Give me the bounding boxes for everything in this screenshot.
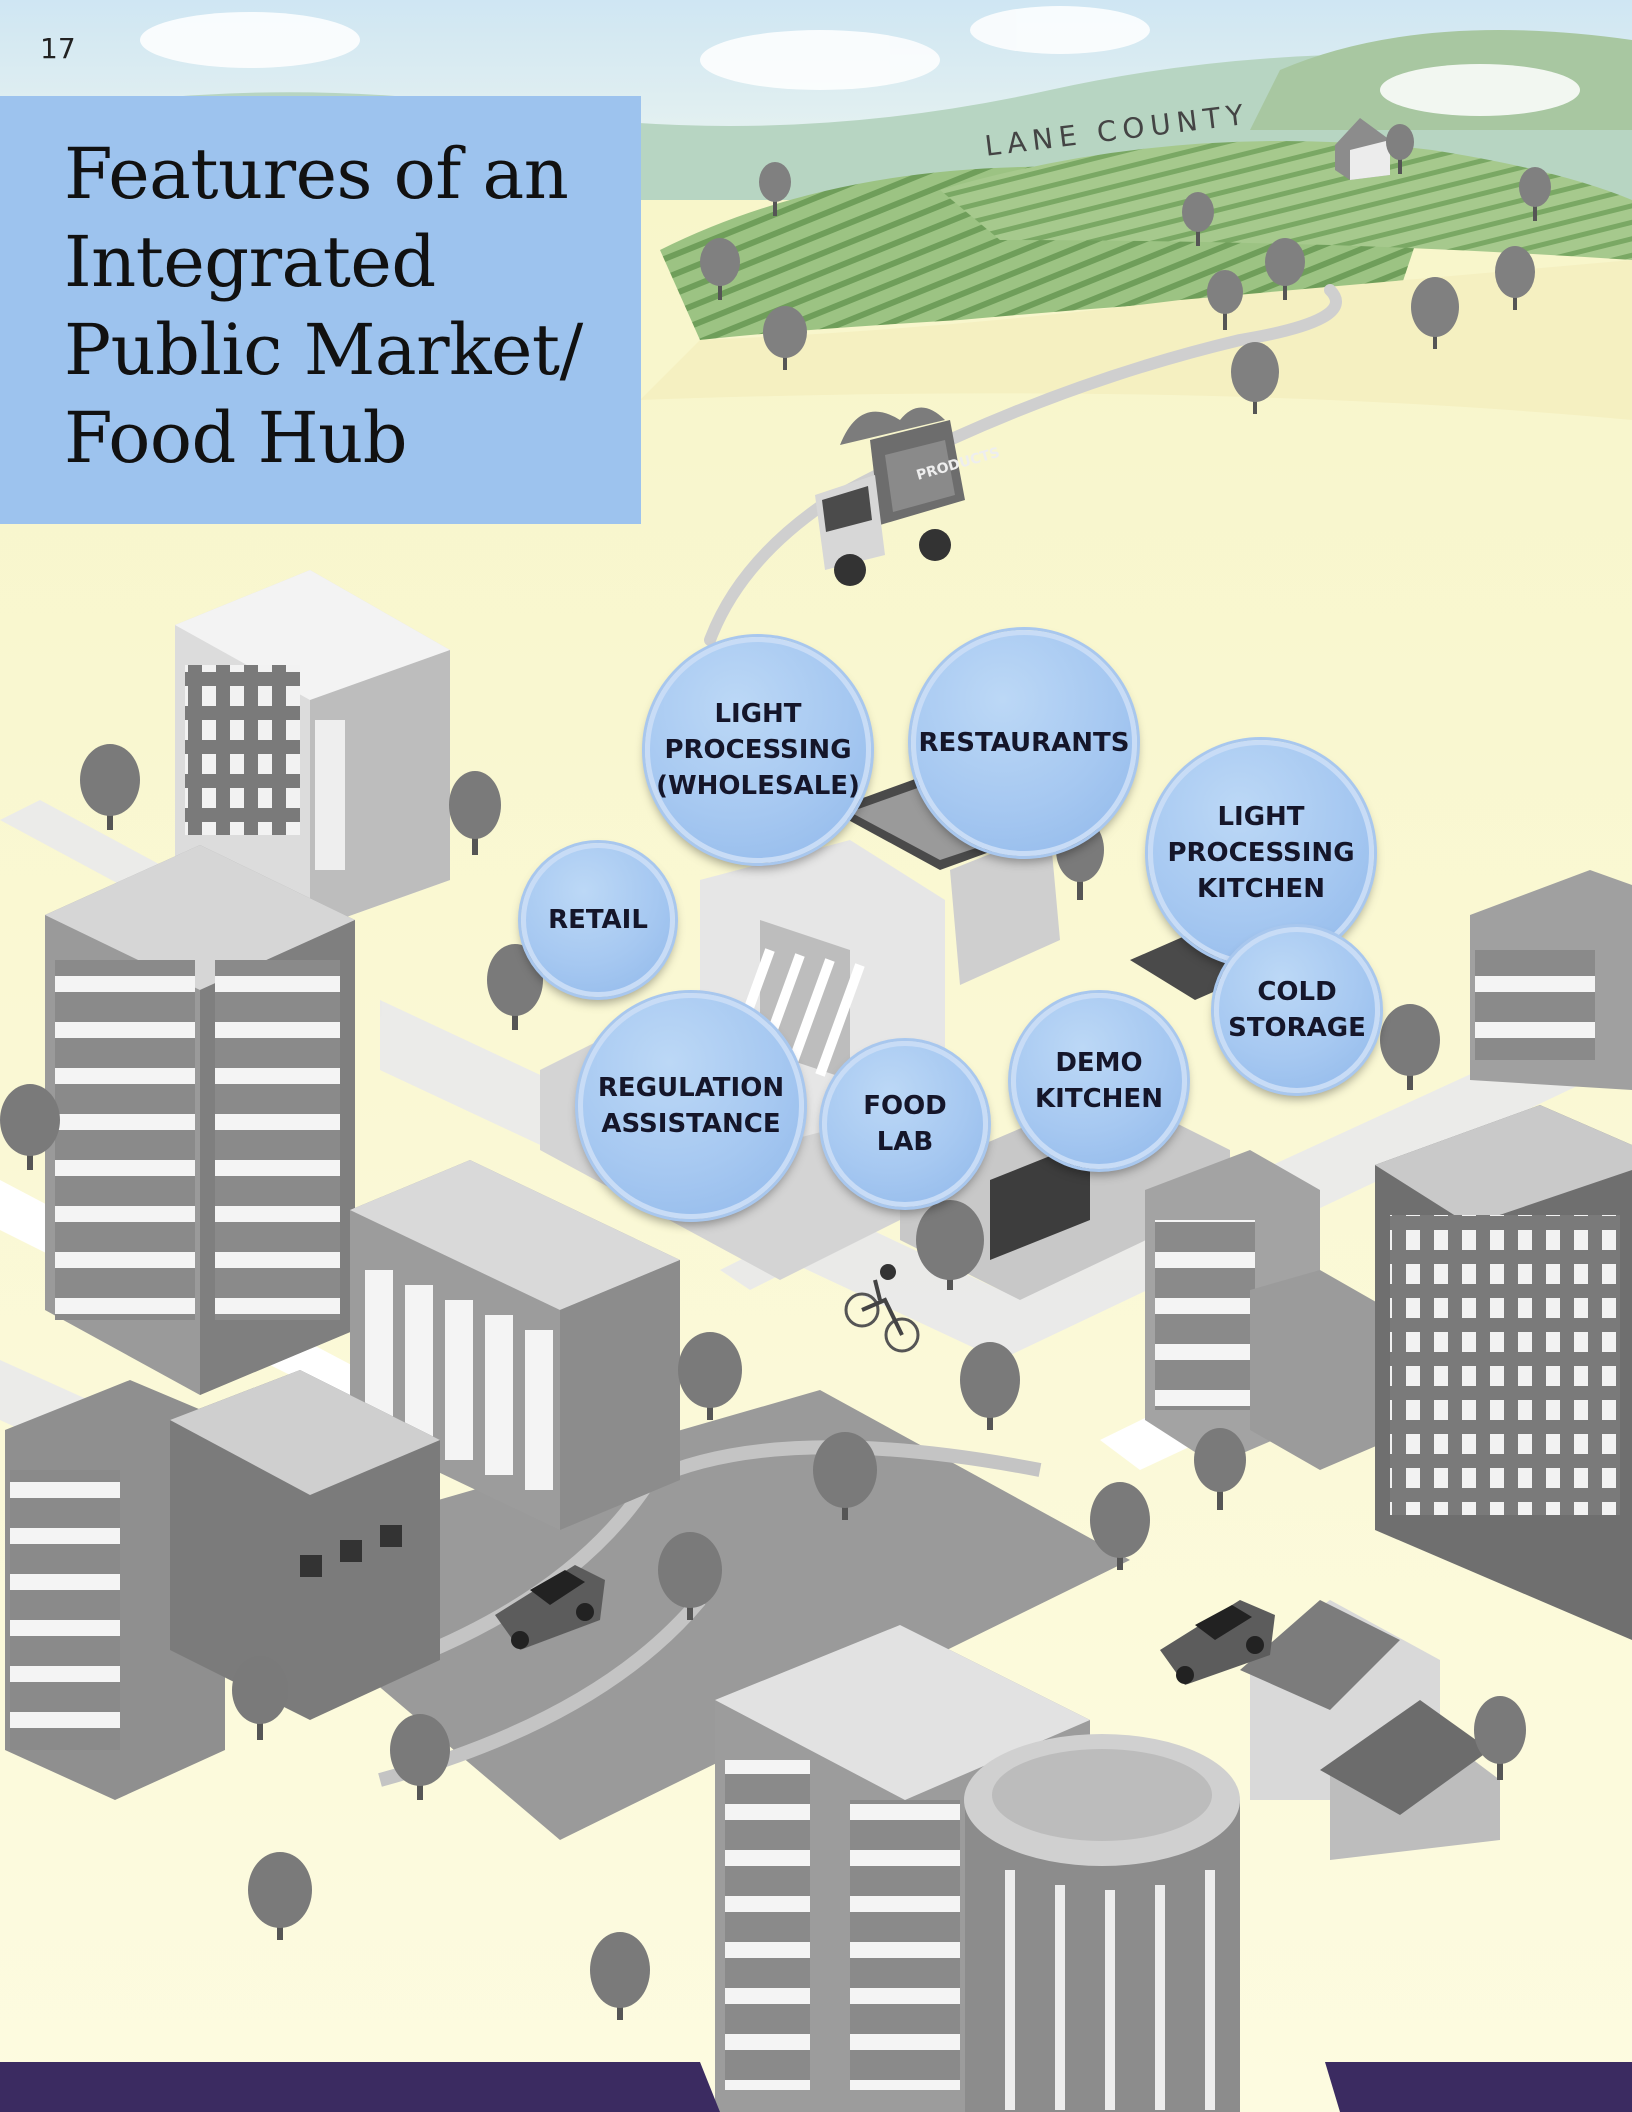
- office-top-right: [1470, 870, 1632, 1090]
- farmhouse: [1335, 118, 1390, 180]
- feature-label: LIGHT PROCESSING KITCHEN: [1167, 802, 1355, 904]
- car: [495, 1565, 605, 1650]
- tower-top-left: [175, 570, 450, 930]
- feature-retail: RETAIL: [521, 843, 675, 997]
- feature-demo-kitchen: DEMO KITCHEN: [1011, 993, 1187, 1169]
- feature-light-processing-kitchen: LIGHT PROCESSING KITCHEN: [1148, 740, 1374, 966]
- trees: [0, 744, 1526, 2020]
- tower-left: [45, 845, 355, 1395]
- office-bottom-left: [5, 1370, 440, 1800]
- office-rotunda: [715, 1625, 1240, 2112]
- feature-label: LIGHT PROCESSING (WHOLESALE): [656, 699, 860, 801]
- feature-label: FOOD LAB: [863, 1091, 947, 1157]
- feature-label: DEMO KITCHEN: [1035, 1048, 1163, 1114]
- farm-trees: [700, 124, 1551, 414]
- page-number: 17: [40, 32, 76, 65]
- feature-restaurants: RESTAURANTS: [911, 630, 1137, 856]
- feature-label: COLD STORAGE: [1228, 977, 1366, 1043]
- cyclist: [844, 1264, 920, 1353]
- feature-cold-storage: COLD STORAGE: [1214, 927, 1380, 1093]
- house: [1240, 1600, 1500, 1860]
- feature-label: RETAIL: [548, 905, 648, 935]
- title-box: [0, 96, 641, 524]
- office-right-mid: [1145, 1150, 1390, 1470]
- feature-label: RESTAURANTS: [918, 728, 1130, 758]
- feature-light-processing-wholesale: LIGHT PROCESSING (WHOLESALE): [645, 637, 871, 863]
- car: [1160, 1600, 1275, 1685]
- feature-regulation-assistance: REGULATION ASSISTANCE: [578, 993, 804, 1219]
- page-title: Features of an Integrated Public Market/…: [64, 133, 583, 479]
- feature-food-lab: FOOD LAB: [822, 1041, 988, 1207]
- office-right-large: [1375, 1105, 1632, 1640]
- feature-label: REGULATION ASSISTANCE: [597, 1073, 785, 1139]
